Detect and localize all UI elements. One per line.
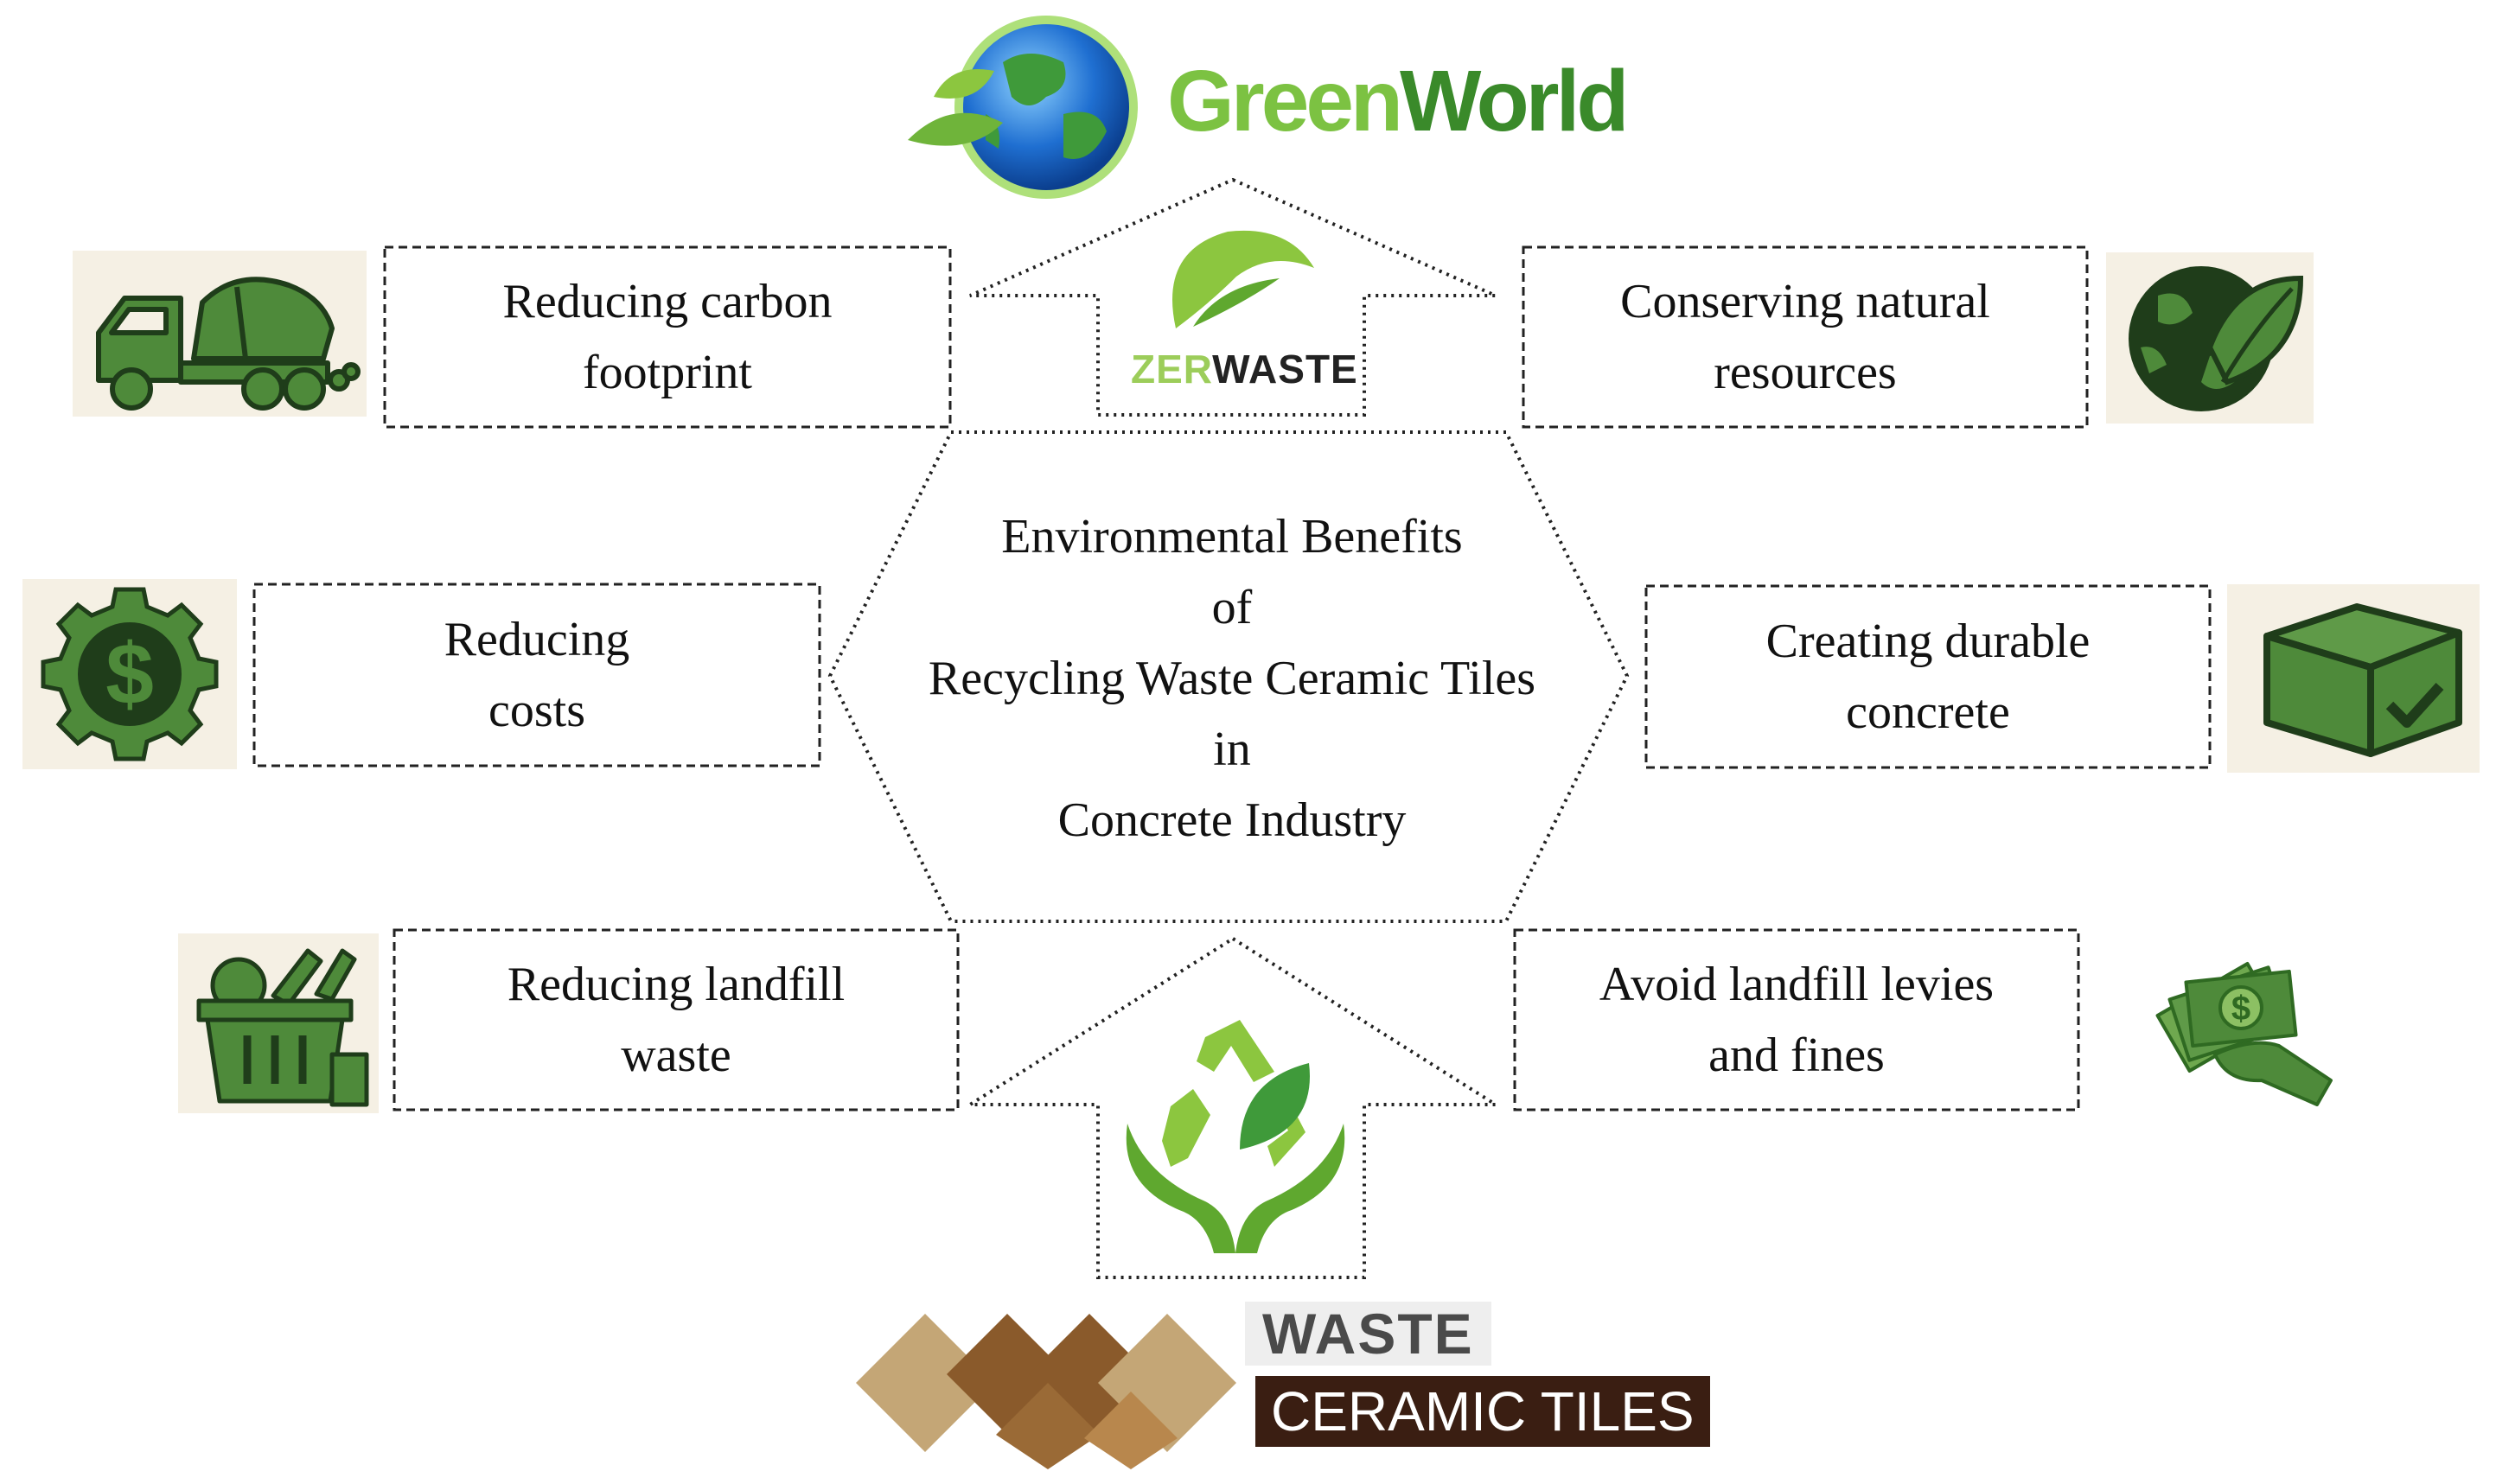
benefit-landfill: Reducing landfill waste <box>394 930 958 1110</box>
benefit-durable-line-2: concrete <box>1846 685 2010 739</box>
waste-ceramic-text-waste: WASTE <box>1245 1302 1491 1366</box>
benefit-resources: Conserving natural resources <box>1523 247 2087 427</box>
benefit-costs: Reducing costs <box>254 584 820 766</box>
green-world-text-green: Green <box>1167 53 1403 150</box>
benefit-costs-line-1: Reducing <box>444 613 630 666</box>
waste-ceramic-tiles-logo: WASTE CERAMIC TILES <box>856 1296 1720 1469</box>
zero-waste-text-waste: WASTE <box>1212 347 1358 392</box>
zero-waste-text-zero: ZER <box>1131 347 1213 392</box>
svg-text:$: $ <box>2231 990 2250 1028</box>
benefit-landfill-line-1: Reducing landfill <box>507 958 846 1011</box>
center-line-1: Environmental Benefits <box>1001 510 1463 564</box>
center-hexagon <box>827 430 1630 923</box>
leaf-logo-icon <box>1172 230 1314 328</box>
recycle-hands-icon <box>1126 1020 1345 1253</box>
benefit-costs-line-2: costs <box>488 684 585 737</box>
globe-logo-icon <box>908 16 1138 199</box>
benefit-resources-line-1: Conserving natural <box>1620 275 1990 328</box>
benefit-carbon: Reducing carbon footprint <box>385 247 950 427</box>
top-arrow <box>969 177 1497 417</box>
benefit-durable: Creating durable concrete <box>1646 586 2210 767</box>
benefit-landfill-line-2: waste <box>621 1029 731 1082</box>
benefit-levies: Avoid landfill levies and fines <box>1515 930 2078 1110</box>
green-world-logo: GreenWorld <box>899 10 1629 209</box>
center-line-4: in <box>1213 723 1251 776</box>
benefit-carbon-line-2: footprint <box>583 346 752 399</box>
box-durable-border <box>1644 584 2212 769</box>
box-resources-border <box>1522 245 2089 429</box>
bottom-arrow <box>964 936 1502 1279</box>
waste-bin-icon <box>178 933 379 1113</box>
benefit-carbon-line-1: Reducing carbon <box>502 275 833 328</box>
svg-text:$: $ <box>105 626 154 723</box>
box-landfill-border <box>393 928 960 1111</box>
green-world-text-world: World <box>1400 53 1629 150</box>
tiles-icon <box>856 1314 1236 1469</box>
money-hand-icon: $ <box>2132 933 2353 1115</box>
zero-waste-logo: ZERWASTE <box>1115 216 1357 406</box>
globe-leaf-icon <box>2106 252 2314 424</box>
benefit-resources-line-2: resources <box>1714 346 1897 399</box>
benefit-levies-line-2: and fines <box>1708 1029 1885 1082</box>
benefit-durable-line-1: Creating durable <box>1765 615 2091 668</box>
box-costs-border <box>252 583 821 767</box>
dollar-gear-icon: $ <box>22 579 237 769</box>
waste-ceramic-text-tiles: CERAMIC TILES <box>1255 1376 1710 1447</box>
center-line-5: Concrete Industry <box>1057 793 1407 847</box>
center-line-2: of <box>1211 581 1253 634</box>
center-title: Environmental Benefits of Recycling Wast… <box>873 501 1591 856</box>
box-levies-border <box>1513 928 2080 1111</box>
center-line-3: Recycling Waste Ceramic Tiles <box>928 652 1536 705</box>
benefit-levies-line-1: Avoid landfill levies <box>1599 958 1995 1011</box>
box-carbon-border <box>383 245 952 429</box>
cement-mixer-truck-icon <box>73 251 367 417</box>
box-check-icon <box>2227 584 2480 773</box>
